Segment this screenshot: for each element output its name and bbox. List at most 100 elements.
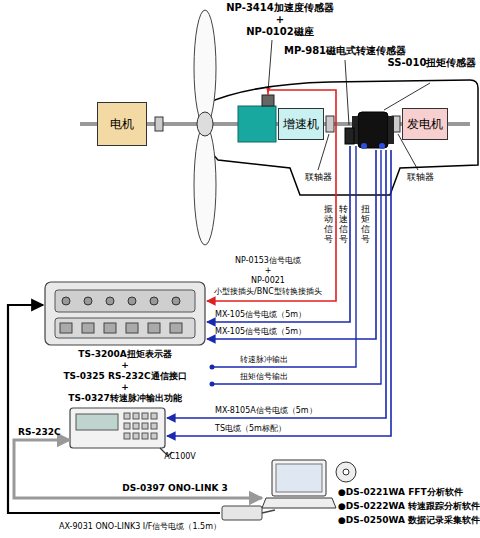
part-label: RS-232C <box>18 427 61 437</box>
part-label: + <box>265 266 272 275</box>
coupling <box>326 116 334 132</box>
part-label: SS-010扭矩传感器 <box>388 57 477 69</box>
jack <box>60 323 72 333</box>
panel <box>55 290 195 312</box>
vibration-cable <box>207 90 336 301</box>
key <box>124 413 130 419</box>
ono-link-cable <box>8 305 220 513</box>
torque-display-unit <box>45 282 205 345</box>
panel <box>55 318 195 338</box>
part-label: DS-0397 ONO-LINK 3 <box>122 483 228 493</box>
torque-cable <box>207 150 376 339</box>
part-label: TS-0327转速脉冲输出功能 <box>68 393 181 403</box>
key <box>133 413 139 419</box>
leader-line <box>384 83 430 110</box>
rs232c-cable <box>14 440 262 498</box>
key <box>124 423 130 429</box>
part-label: 扭矩信号输出 <box>240 372 288 381</box>
jack <box>170 323 182 333</box>
jack <box>104 323 116 333</box>
part-label: MX-8105A信号电缆（5m） <box>215 406 317 415</box>
knob <box>62 297 70 305</box>
software-cd <box>343 469 349 475</box>
machine-box: 发电机 <box>402 108 448 140</box>
leader-line <box>345 60 349 125</box>
part-label: NP-0021 <box>251 276 285 285</box>
part-label: NP-0153信号电缆 <box>235 256 301 265</box>
signal-name: 转速信号 <box>339 205 348 245</box>
display-window <box>76 414 118 430</box>
propeller-blade <box>194 10 216 126</box>
machine-box: 增速机 <box>278 108 324 140</box>
key <box>151 433 157 439</box>
torque-output <box>212 150 381 384</box>
signal-name: 扭矩信号 <box>361 205 370 245</box>
propeller-blade <box>194 125 216 245</box>
part-label: AX-9031 ONO-LINK3 I/F信号电缆（1.5m） <box>59 522 221 531</box>
part-label: NP-3414加速度传感器 <box>226 2 334 14</box>
software-cd <box>336 462 356 482</box>
knob <box>128 297 136 305</box>
connector <box>361 143 367 149</box>
part-label: MX-105信号电缆（5m） <box>215 327 306 336</box>
output-dot <box>210 382 215 387</box>
key <box>142 433 148 439</box>
machine-name: 电机 <box>110 116 134 133</box>
knob <box>150 297 158 305</box>
part-label: 联轴器 <box>407 172 434 182</box>
bearing-housing <box>238 106 276 142</box>
connector <box>379 143 385 149</box>
part-label: ●DS-0222WA 转速跟踪分析软件 <box>338 501 480 511</box>
output-dot <box>210 365 215 370</box>
key <box>133 433 139 439</box>
torque-sensor <box>358 112 388 148</box>
key <box>151 423 157 429</box>
key <box>124 433 130 439</box>
laptop-base <box>262 498 336 508</box>
leader-line <box>268 40 272 92</box>
knob <box>106 297 114 305</box>
shaft-stub <box>448 122 470 126</box>
part-label: MP-981磁电式转速传感器 <box>284 45 406 57</box>
drawing-part <box>60 297 182 333</box>
shaft-stub <box>80 122 97 126</box>
machine-name: 发电机 <box>407 116 443 133</box>
coupling <box>155 117 163 131</box>
key <box>133 423 139 429</box>
propeller-hub <box>197 112 213 136</box>
part-label: ●DS-0250WA 数据记录采集软件 <box>338 515 480 525</box>
knob <box>172 297 180 305</box>
signal-name: 振动信号 <box>324 205 333 245</box>
ono-link-box <box>222 506 262 520</box>
torque-flange <box>388 116 394 144</box>
speed-cable <box>207 146 350 322</box>
jack <box>82 323 94 333</box>
part-label: TS-0325 RS-232C通信接口 <box>63 371 186 381</box>
part-label: 联轴器 <box>305 172 332 182</box>
pulse-output <box>212 146 356 367</box>
nacelle-housing <box>203 80 478 195</box>
part-label: + <box>121 382 129 392</box>
part-label: 转速脉冲输出 <box>240 355 288 364</box>
part-label: TS-3200A扭矩表示器 <box>78 349 171 359</box>
laptop-display <box>276 464 322 492</box>
machine-name: 增速机 <box>283 116 319 133</box>
knob <box>84 297 92 305</box>
part-label: MX-105信号电缆（5m） <box>215 310 306 319</box>
part-label: TS电缆（5m标配） <box>215 424 286 433</box>
part-label: NP-0102磁座 <box>246 26 314 38</box>
key <box>142 423 148 429</box>
part-label: ●DS-0221WA FFT分析软件 <box>338 487 463 497</box>
jack <box>148 323 160 333</box>
key <box>142 413 148 419</box>
part-label: + <box>276 14 284 26</box>
laptop-screen <box>272 460 326 496</box>
drawing-part <box>124 413 157 439</box>
key <box>151 413 157 419</box>
usb-lead <box>262 510 275 513</box>
speed-sensor <box>345 128 354 144</box>
torque-meter <box>70 408 165 448</box>
